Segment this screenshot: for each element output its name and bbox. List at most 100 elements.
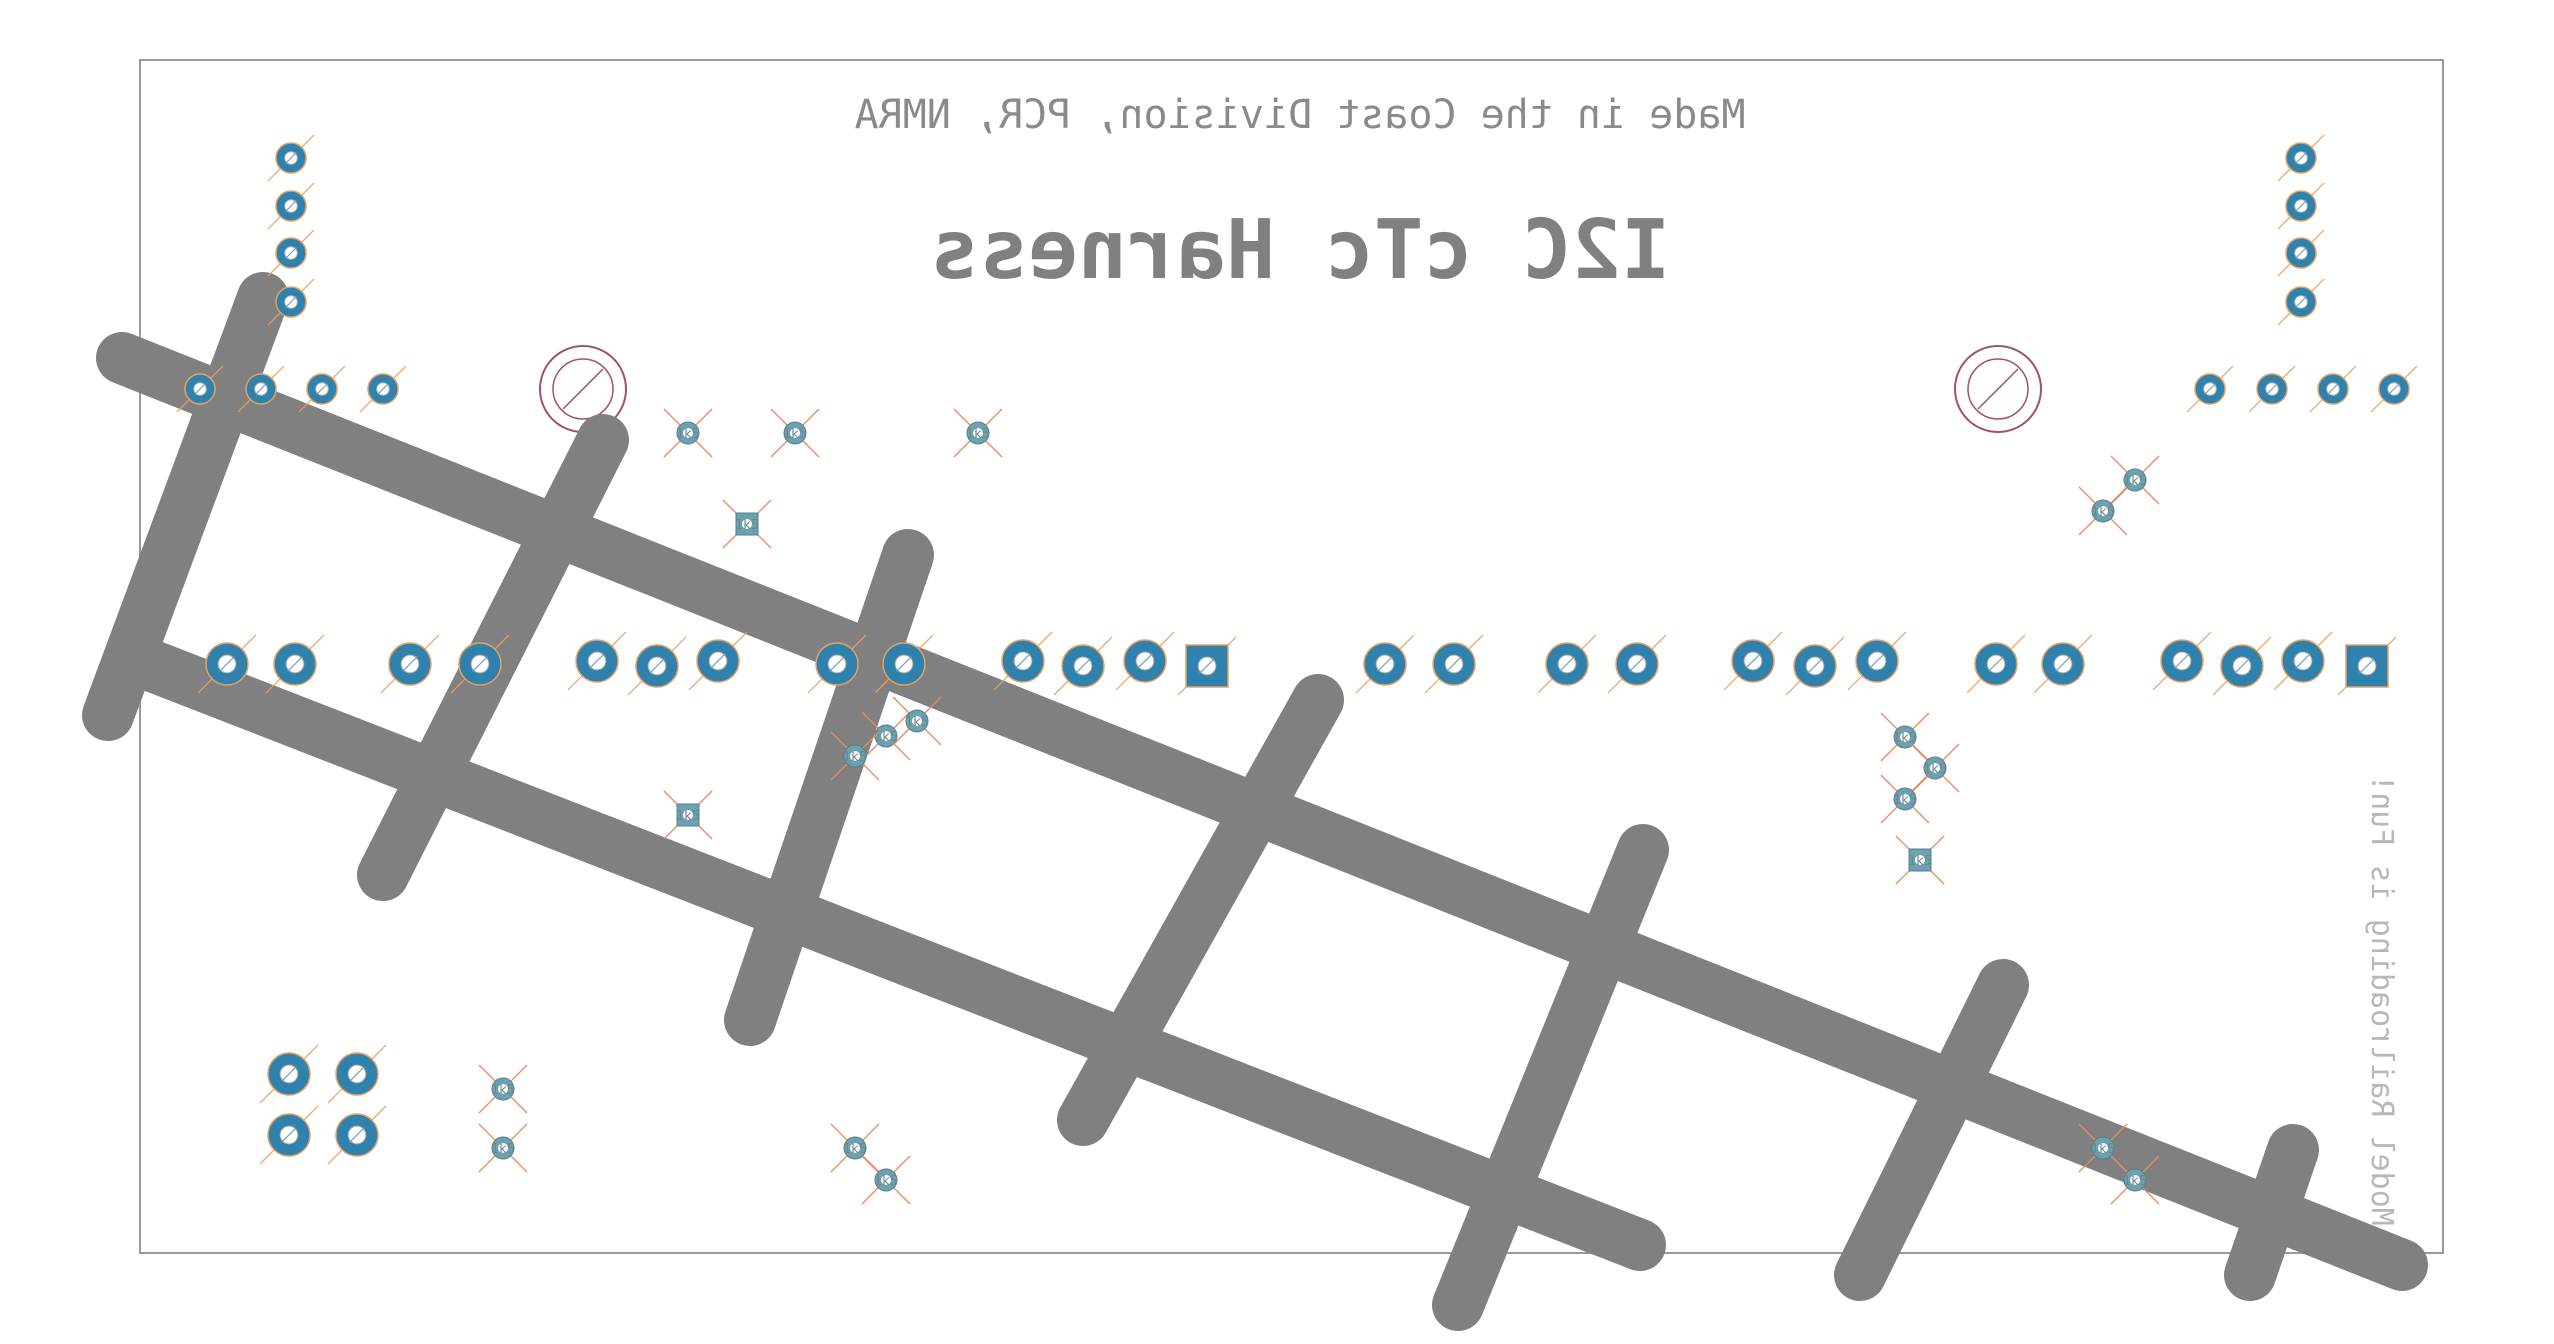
main-row-pad-17 bbox=[1607, 634, 1667, 694]
resistor-footprint-3: 1k5 bbox=[953, 408, 1003, 458]
main-row-pad-3 bbox=[380, 634, 440, 694]
main-row-pad-19 bbox=[1785, 636, 1845, 696]
resistor-footprint-11: 1k5 bbox=[1880, 712, 1930, 762]
top-credit-text: Made in the Coast Division, PCR, NMRA bbox=[854, 92, 1745, 138]
right-row-pin-1 bbox=[2186, 365, 2234, 413]
resistor-footprint-1: 1k5 bbox=[663, 408, 713, 458]
right-header-pin-3 bbox=[2277, 229, 2325, 277]
left-header-pin-2 bbox=[267, 182, 315, 230]
resistor-footprint-8: 1k5 bbox=[830, 731, 880, 781]
resistor-footprint-7: 1k5 bbox=[861, 711, 911, 761]
main-row-pad-23 bbox=[2152, 631, 2212, 691]
resistor-value-label: 1k5 bbox=[1923, 762, 1947, 777]
mount-hole-right bbox=[1954, 345, 2042, 433]
main-row-pad-12 bbox=[1115, 631, 1175, 691]
main-row-pad-13 bbox=[1177, 636, 1237, 696]
resistor-value-label: 1k5 bbox=[491, 1083, 515, 1098]
resistor-footprint-15: 1k5 bbox=[478, 1064, 528, 1114]
resistor-footprint-13: 1k5 bbox=[1880, 774, 1930, 824]
resistor-value-label: 1k5 bbox=[735, 518, 759, 533]
trace-segment-7 bbox=[1432, 824, 1669, 1331]
resistor-value-label: 1k5 bbox=[783, 427, 807, 442]
resistor-footprint-19: 1k5 bbox=[2078, 1123, 2128, 1173]
main-row-pad-22 bbox=[2033, 634, 2093, 694]
resistor-value-label: 1k5 bbox=[2091, 1142, 2115, 1157]
resistor-footprint-14: 1k5 bbox=[1895, 835, 1945, 885]
resistor-value-label: 1k5 bbox=[905, 715, 929, 730]
main-row-pad-25 bbox=[2273, 631, 2333, 691]
resistor-value-label: 1k5 bbox=[874, 730, 898, 745]
resistor-footprint-5: 1k5 bbox=[2110, 455, 2160, 505]
bottom-left-pad-3 bbox=[259, 1105, 319, 1165]
side-slogan-text: Model Railroading is Fun! bbox=[2364, 774, 2399, 1226]
right-row-pin-4 bbox=[2370, 365, 2418, 413]
right-row-pin-3 bbox=[2309, 365, 2357, 413]
resistor-footprint-17: 1k5 bbox=[830, 1123, 880, 1173]
main-row-pad-6 bbox=[627, 636, 687, 696]
main-row-pad-16 bbox=[1537, 634, 1597, 694]
resistor-footprint-2: 1k5 bbox=[770, 408, 820, 458]
resistor-footprint-6: 1k5 bbox=[2078, 486, 2128, 536]
main-row-pad-21 bbox=[1966, 634, 2026, 694]
copper-traces bbox=[82, 272, 2428, 1331]
resistor-footprint-9: 1k5 bbox=[892, 696, 942, 746]
resistor-value-label: 1k5 bbox=[2123, 1174, 2147, 1189]
resistor-footprint-4: 1k5 bbox=[722, 499, 772, 549]
bottom-left-pad-1 bbox=[259, 1044, 319, 1104]
trace-segment-6 bbox=[1057, 674, 1344, 1146]
left-row-pin-2 bbox=[237, 365, 285, 413]
main-row-pad-18 bbox=[1723, 631, 1783, 691]
trace-segment-3 bbox=[82, 272, 289, 741]
main-row-pad-4 bbox=[450, 634, 510, 694]
main-row-pad-11 bbox=[1053, 636, 1113, 696]
resistor-value-label: 1k5 bbox=[676, 809, 700, 824]
right-header-pin-2 bbox=[2277, 182, 2325, 230]
bottom-left-pad-4 bbox=[327, 1105, 387, 1165]
resistor-value-label: 1k5 bbox=[966, 427, 990, 442]
resistor-value-label: 1k5 bbox=[2123, 474, 2147, 489]
resistor-value-label: 1k5 bbox=[843, 750, 867, 765]
resistor-value-label: 1k5 bbox=[1893, 793, 1917, 808]
left-row-pin-4 bbox=[359, 365, 407, 413]
board-title: I2C cTc Harness bbox=[930, 203, 1671, 298]
main-row-pad-2 bbox=[265, 634, 325, 694]
left-header-pin-1 bbox=[267, 134, 315, 182]
trace-segment-2 bbox=[124, 639, 1666, 1271]
resistor-footprint-12: 1k5 bbox=[1910, 743, 1960, 793]
main-row-pad-1 bbox=[197, 634, 257, 694]
left-header-pin-3 bbox=[267, 229, 315, 277]
resistor-value-label: 1k5 bbox=[2091, 505, 2115, 520]
through-hole-pads bbox=[176, 134, 2418, 1165]
left-row-pin-1 bbox=[176, 365, 224, 413]
main-row-pad-10 bbox=[993, 631, 1053, 691]
resistor-footprint-16: 1k5 bbox=[478, 1123, 528, 1173]
main-row-pad-5 bbox=[567, 631, 627, 691]
main-row-pad-20 bbox=[1847, 631, 1907, 691]
main-row-pad-8 bbox=[807, 634, 867, 694]
trace-segment-9 bbox=[2224, 1124, 2319, 1301]
right-header-pin-1 bbox=[2277, 134, 2325, 182]
right-row-pin-2 bbox=[2248, 365, 2296, 413]
main-row-pad-24 bbox=[2212, 636, 2272, 696]
resistor-footprint-18: 1k5 bbox=[861, 1155, 911, 1205]
resistor-value-label: 1k5 bbox=[676, 427, 700, 442]
resistor-value-label: 1k5 bbox=[843, 1142, 867, 1157]
resistor-footprint-20: 1k5 bbox=[2110, 1155, 2160, 1205]
resistor-footprint-10: 1k5 bbox=[663, 790, 713, 840]
resistor-value-label: 1k5 bbox=[1893, 731, 1917, 746]
resistor-footprints: 1k5 1k5 1k5 1k5 1k5 1k5 1k5 1k5 1k5 1k5 1k5 1k5 1k5 1… bbox=[478, 408, 2160, 1205]
main-row-pad-26 bbox=[2337, 636, 2397, 696]
left-header-pin-4 bbox=[267, 278, 315, 326]
resistor-value-label: 1k5 bbox=[874, 1174, 898, 1189]
main-row-pad-9 bbox=[874, 634, 934, 694]
resistor-value-label: 1k5 bbox=[1908, 854, 1932, 869]
right-header-pin-4 bbox=[2277, 278, 2325, 326]
main-row-pad-15 bbox=[1424, 634, 1484, 694]
left-row-pin-3 bbox=[298, 365, 346, 413]
main-row-pad-7 bbox=[688, 631, 748, 691]
main-row-pad-14 bbox=[1355, 634, 1415, 694]
trace-segment-8 bbox=[1834, 959, 2029, 1301]
resistor-value-label: 1k5 bbox=[491, 1142, 515, 1157]
trace-segment-5 bbox=[724, 529, 934, 1046]
